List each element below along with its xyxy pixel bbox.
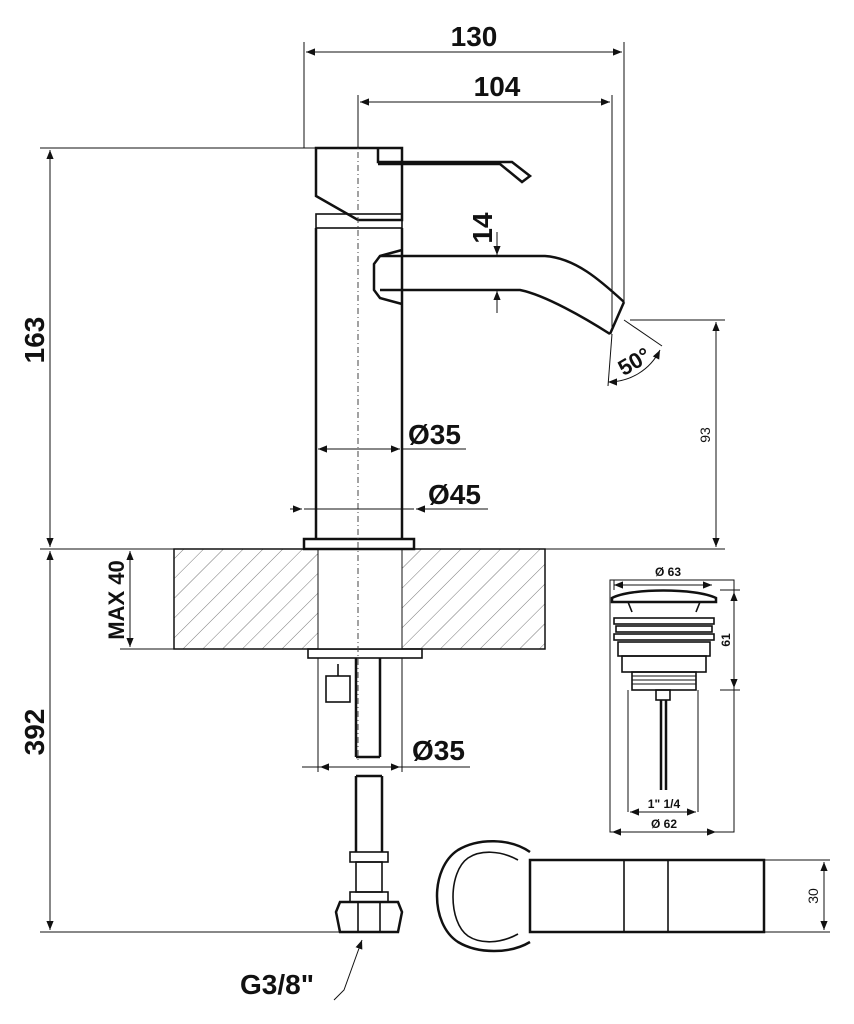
- outlet-height-label: 93: [697, 427, 713, 443]
- dimension-lines: [40, 42, 725, 1001]
- body-diameter-label: Ø35: [408, 419, 461, 450]
- dimension-labels: 130 104 14 163 392 93 MAX 40 Ø35 Ø45 Ø35…: [19, 21, 713, 1000]
- faucet-body: [302, 146, 626, 934]
- handle-top-view: 30: [435, 840, 830, 953]
- waste-drain-detail: Ø 63 61 1" 1/4 Ø 62: [609, 565, 740, 836]
- max-deck-label: MAX 40: [104, 560, 129, 639]
- drain-height-label: 61: [719, 633, 733, 647]
- below-deck-height-label: 392: [19, 709, 50, 756]
- spout-reach-label: 104: [474, 71, 521, 102]
- total-height-label: 163: [19, 317, 50, 364]
- connection-label: G3/8": [240, 969, 314, 1000]
- drain-body-diameter-label: Ø 62: [651, 817, 677, 831]
- countertop-section: [173, 548, 546, 650]
- handle-height-label: 30: [805, 888, 821, 904]
- base-diameter-label: Ø45: [428, 479, 481, 510]
- drain-thread-label: 1" 1/4: [648, 797, 681, 811]
- spout-angle-label: 50°: [614, 342, 655, 380]
- drain-cap-diameter-label: Ø 63: [655, 565, 681, 579]
- spout-height-label: 14: [467, 212, 498, 244]
- shank-diameter-label: Ø35: [412, 735, 465, 766]
- overall-width-label: 130: [451, 21, 498, 52]
